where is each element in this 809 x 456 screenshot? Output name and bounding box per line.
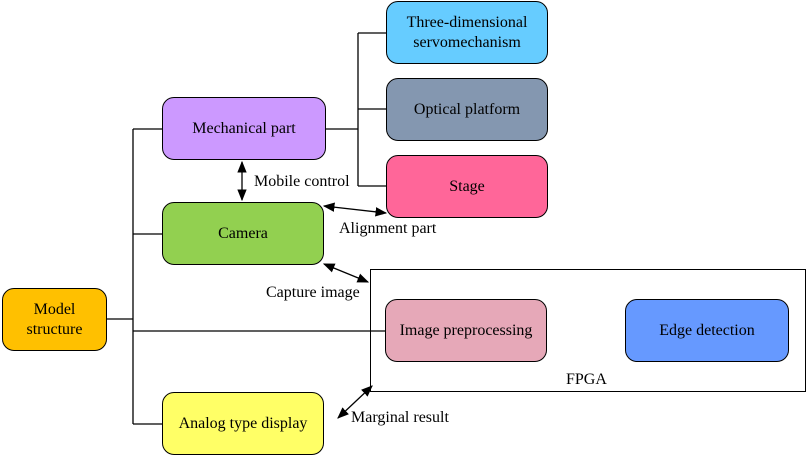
mechanical-part-node: Mechanical part [162, 97, 326, 160]
analog-display-node: Analog type display [162, 392, 324, 455]
capture-image-label: Capture image [266, 284, 360, 301]
camera-label: Camera [218, 224, 268, 242]
fpga-group-label: FPGA [566, 371, 607, 388]
stage-label: Stage [449, 177, 485, 195]
model-structure-label: Model structure [26, 300, 83, 338]
fpga-group-box [370, 269, 806, 392]
mechanical-part-label: Mechanical part [192, 119, 296, 137]
alignment-part-label: Alignment part [339, 220, 437, 237]
servomechanism-node: Three-dimensional servomechanism [386, 1, 548, 64]
stage-node: Stage [386, 155, 548, 218]
capture-arrow [322, 263, 370, 283]
edge-detection-label: Edge detection [659, 321, 755, 339]
edge-detection-node: Edge detection [625, 299, 789, 362]
optical-platform-label: Optical platform [413, 100, 521, 118]
image-preprocessing-label: Image preprocessing [399, 321, 533, 339]
model-structure-node: Model structure [2, 288, 107, 351]
marginal-arrow [337, 385, 373, 419]
marginal-result-label: Marginal result [351, 409, 449, 426]
mobile-control-label: Mobile control [254, 173, 350, 190]
analog-display-label: Analog type display [178, 414, 308, 432]
optical-platform-node: Optical platform [386, 78, 548, 141]
image-preprocessing-node: Image preprocessing [385, 299, 547, 362]
servomechanism-label: Three-dimensional servomechanism [406, 13, 528, 51]
camera-node: Camera [162, 202, 324, 265]
alignment-arrow [322, 202, 388, 217]
